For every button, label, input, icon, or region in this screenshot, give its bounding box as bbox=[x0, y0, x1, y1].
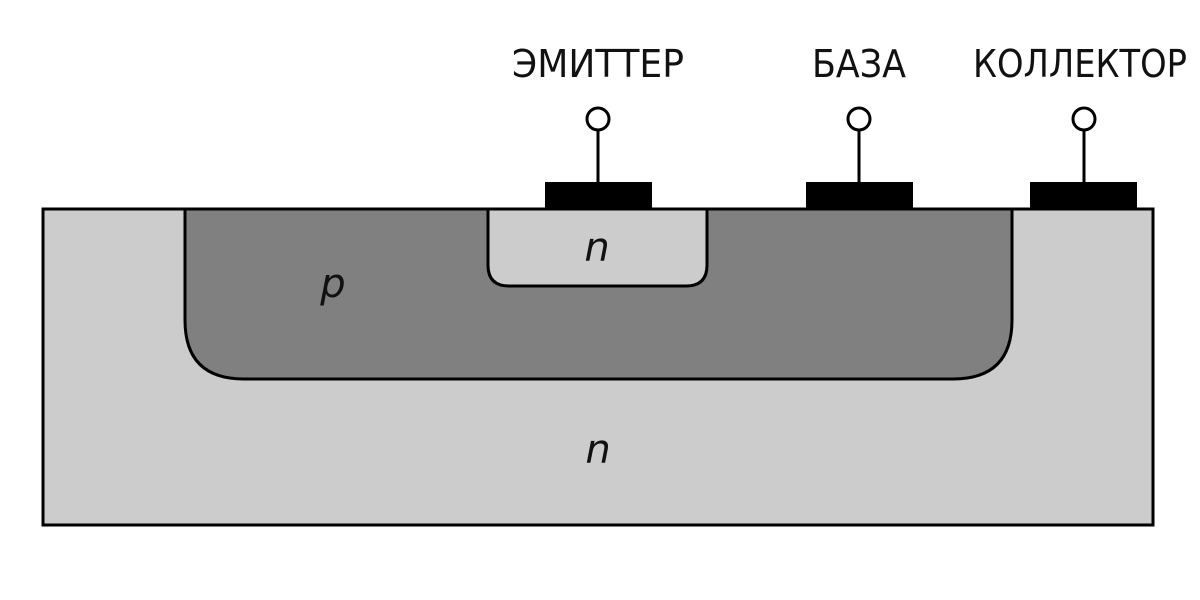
emitter-n-region bbox=[486, 207, 709, 288]
emitter-contact bbox=[545, 182, 652, 210]
base-label: БАЗА bbox=[812, 42, 906, 86]
base-p-region bbox=[183, 207, 1014, 381]
collector-label: КОЛЛЕКТОР bbox=[973, 42, 1187, 86]
base-contact bbox=[806, 182, 913, 210]
emitter-region-label: n bbox=[584, 225, 609, 271]
emitter-label: ЭМИТТЕР bbox=[512, 42, 684, 86]
base-region-label: p bbox=[319, 261, 345, 307]
base-terminal bbox=[846, 106, 872, 132]
collector-terminal bbox=[1071, 106, 1097, 132]
collector-contact bbox=[1030, 182, 1137, 210]
collector-region-label: n bbox=[585, 427, 610, 473]
emitter-terminal bbox=[585, 106, 611, 132]
